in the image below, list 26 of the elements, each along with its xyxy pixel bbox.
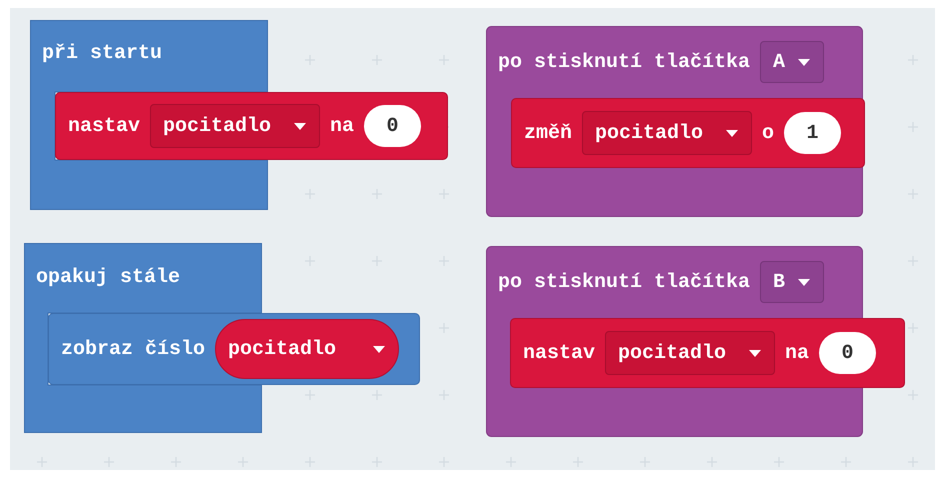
number-field: 0 [364,105,422,147]
block-label: na [785,342,810,364]
block-label: o [762,122,774,144]
block-label: změň [524,122,572,144]
block-label: zobraz číslo [61,338,206,360]
block-label: po stisknutí tlačítka [498,270,750,294]
statement-block [511,98,865,168]
block-label: opakuj stále [36,266,180,288]
block-label: po stisknutí tlačítka [498,50,750,74]
block-label: nastav [68,114,140,138]
dropdown-field: pocitadlo [582,111,752,155]
block-label: na [330,114,354,138]
dropdown-field: pocitadlo [605,331,776,375]
block-label: při startu [42,42,162,64]
number-field: 1 [784,112,842,154]
event-block [486,246,905,437]
block-label: nastav [523,342,596,364]
variable-block: pocitadlo [215,319,400,379]
statement-block [55,92,448,160]
statement-block [48,313,420,385]
dropdown-field: pocitadlo [150,104,320,148]
number-field: 0 [819,332,876,374]
event-block [486,26,865,217]
dropdown-field: B [760,261,824,303]
statement-block [510,318,905,388]
dropdown-field: A [760,41,824,83]
